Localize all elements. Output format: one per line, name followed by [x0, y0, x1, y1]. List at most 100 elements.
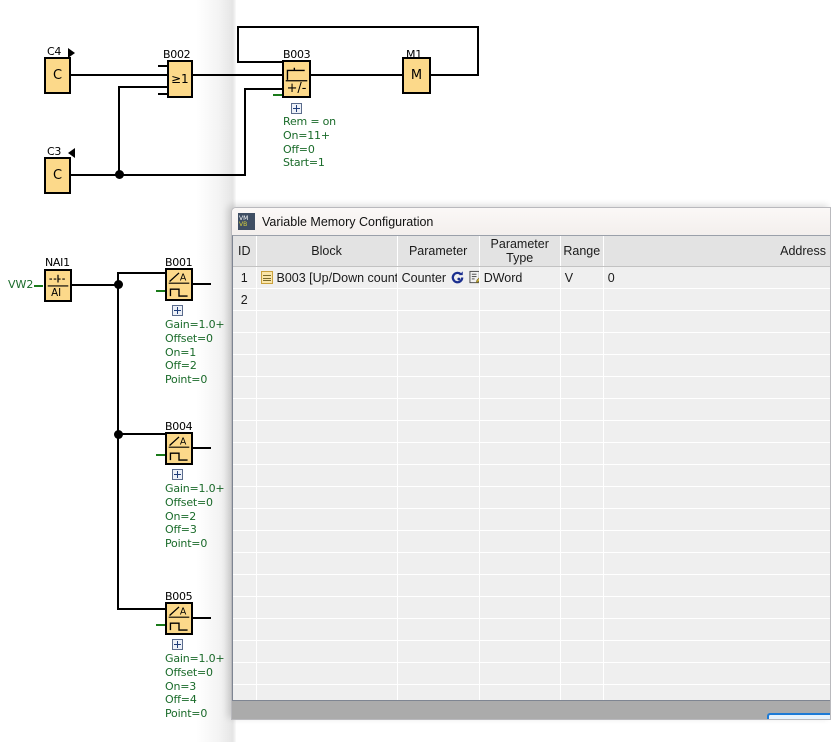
empty-cell[interactable] [233, 685, 256, 702]
empty-cell[interactable] [397, 443, 479, 465]
empty-cell[interactable] [479, 531, 560, 553]
empty-cell[interactable] [256, 531, 397, 553]
block-b001[interactable]: A [165, 268, 193, 301]
empty-cell[interactable] [233, 641, 256, 663]
cell-block[interactable]: B003 [Up/Down counter] [256, 267, 397, 289]
empty-cell[interactable] [560, 377, 603, 399]
table-row-empty[interactable] [233, 575, 830, 597]
column-header-range[interactable]: Range [560, 236, 603, 267]
empty-cell[interactable] [397, 355, 479, 377]
empty-cell[interactable] [560, 685, 603, 702]
empty-cell[interactable] [603, 685, 830, 702]
empty-cell[interactable] [397, 553, 479, 575]
empty-cell[interactable] [479, 421, 560, 443]
empty-cell[interactable] [256, 553, 397, 575]
table-row-empty[interactable] [233, 619, 830, 641]
empty-cell[interactable] [560, 641, 603, 663]
empty-cell[interactable] [479, 663, 560, 685]
empty-cell[interactable] [397, 509, 479, 531]
table-row-empty[interactable] [233, 311, 830, 333]
cell-parameter[interactable] [397, 289, 479, 311]
empty-cell[interactable] [256, 663, 397, 685]
empty-cell[interactable] [397, 421, 479, 443]
empty-cell[interactable] [603, 355, 830, 377]
cell-address[interactable] [603, 289, 830, 311]
empty-cell[interactable] [603, 597, 830, 619]
block-m1[interactable]: M [402, 57, 431, 94]
block-nai1[interactable]: AI [44, 269, 72, 302]
empty-cell[interactable] [256, 399, 397, 421]
empty-cell[interactable] [603, 443, 830, 465]
empty-cell[interactable] [560, 333, 603, 355]
empty-cell[interactable] [233, 377, 256, 399]
empty-cell[interactable] [233, 465, 256, 487]
empty-cell[interactable] [397, 311, 479, 333]
empty-cell[interactable] [256, 465, 397, 487]
empty-cell[interactable] [397, 377, 479, 399]
variable-table-scroll-area[interactable]: ID Block Parameter Parameter Type Range … [232, 235, 830, 701]
table-row-empty[interactable] [233, 333, 830, 355]
empty-cell[interactable] [479, 575, 560, 597]
empty-cell[interactable] [256, 311, 397, 333]
table-row-empty[interactable] [233, 553, 830, 575]
empty-cell[interactable] [233, 487, 256, 509]
empty-cell[interactable] [560, 575, 603, 597]
empty-cell[interactable] [603, 663, 830, 685]
empty-cell[interactable] [603, 619, 830, 641]
empty-cell[interactable] [256, 443, 397, 465]
variable-memory-configuration-window[interactable]: VM VB Variable Memory Configuration ID B… [231, 207, 831, 720]
table-row-empty[interactable] [233, 487, 830, 509]
block-b004[interactable]: A [165, 432, 193, 465]
table-row-empty[interactable] [233, 355, 830, 377]
empty-cell[interactable] [479, 399, 560, 421]
empty-cell[interactable] [560, 355, 603, 377]
empty-cell[interactable] [233, 531, 256, 553]
empty-cell[interactable] [397, 663, 479, 685]
empty-cell[interactable] [397, 399, 479, 421]
empty-cell[interactable] [256, 575, 397, 597]
table-row-empty[interactable] [233, 421, 830, 443]
empty-cell[interactable] [479, 685, 560, 702]
empty-cell[interactable] [479, 509, 560, 531]
empty-cell[interactable] [397, 487, 479, 509]
empty-cell[interactable] [256, 355, 397, 377]
empty-cell[interactable] [603, 399, 830, 421]
empty-cell[interactable] [256, 641, 397, 663]
b003-expand-toggle[interactable] [291, 103, 302, 114]
ok-button[interactable] [767, 713, 831, 720]
empty-cell[interactable] [560, 311, 603, 333]
cell-range[interactable]: V [560, 267, 603, 289]
empty-cell[interactable] [233, 597, 256, 619]
table-row-empty[interactable] [233, 663, 830, 685]
column-header-parameter-type[interactable]: Parameter Type [479, 236, 560, 267]
empty-cell[interactable] [233, 619, 256, 641]
empty-cell[interactable] [479, 619, 560, 641]
empty-cell[interactable] [397, 575, 479, 597]
empty-cell[interactable] [603, 641, 830, 663]
empty-cell[interactable] [397, 597, 479, 619]
empty-cell[interactable] [479, 333, 560, 355]
empty-cell[interactable] [479, 487, 560, 509]
table-row-empty[interactable] [233, 399, 830, 421]
empty-cell[interactable] [560, 487, 603, 509]
b005-expand-toggle[interactable] [172, 639, 183, 650]
empty-cell[interactable] [603, 421, 830, 443]
empty-cell[interactable] [479, 465, 560, 487]
empty-cell[interactable] [233, 333, 256, 355]
empty-cell[interactable] [479, 311, 560, 333]
empty-cell[interactable] [256, 685, 397, 702]
table-row-empty[interactable] [233, 465, 830, 487]
table-row-empty[interactable] [233, 443, 830, 465]
empty-cell[interactable] [256, 377, 397, 399]
table-row-empty[interactable] [233, 509, 830, 531]
empty-cell[interactable] [233, 575, 256, 597]
empty-cell[interactable] [233, 509, 256, 531]
b001-expand-toggle[interactable] [172, 305, 183, 316]
empty-cell[interactable] [560, 465, 603, 487]
table-row-empty[interactable] [233, 597, 830, 619]
column-header-id[interactable]: ID [233, 236, 256, 267]
block-b003[interactable]: +/- [282, 60, 311, 98]
empty-cell[interactable] [397, 333, 479, 355]
empty-cell[interactable] [233, 421, 256, 443]
empty-cell[interactable] [233, 399, 256, 421]
